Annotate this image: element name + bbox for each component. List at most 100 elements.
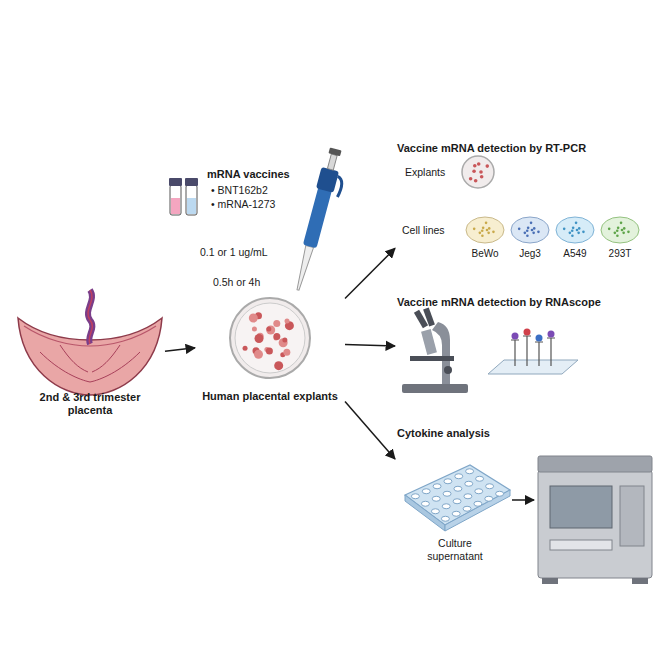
well <box>411 494 419 499</box>
node-caption: Human placental explants <box>197 390 343 404</box>
placenta-illustration <box>18 290 162 395</box>
tissue-piece <box>469 177 473 181</box>
well <box>442 504 450 509</box>
well <box>433 484 441 489</box>
well <box>431 509 439 514</box>
instrument-body <box>538 470 652 578</box>
cell-dot <box>569 232 572 235</box>
panel-heading: Vaccine mRNA detection by RT-PCR <box>397 142 638 156</box>
plate-wells <box>411 469 503 522</box>
plate-top <box>405 465 510 525</box>
probe-stalk <box>515 336 551 366</box>
cell-dot <box>616 234 619 237</box>
cord-vessel <box>88 290 92 344</box>
instrument-foot <box>632 578 648 584</box>
tissue-piece <box>243 346 248 351</box>
cell-dot <box>518 228 521 231</box>
flow-arrow <box>345 402 395 459</box>
glass-slide <box>488 360 578 374</box>
cell-dot <box>582 231 585 234</box>
instrument-foot <box>542 578 558 584</box>
tissue-piece <box>479 170 483 174</box>
tissue-piece <box>273 333 280 340</box>
reagent-heading: mRNA vaccines <box>207 168 290 181</box>
cell-dot <box>617 227 620 230</box>
cell-dot <box>621 229 624 232</box>
pipette-body <box>303 187 332 249</box>
instrument-panel <box>620 486 644 546</box>
cell-dot <box>577 232 580 235</box>
eyepiece <box>423 308 435 327</box>
cell-dot <box>616 229 619 232</box>
cytokine-panel: Cytokine analysis <box>395 425 657 595</box>
vaccine-name: • BNT162b2 <box>211 184 268 197</box>
cell-dish <box>556 217 594 243</box>
cell-dot <box>533 227 536 230</box>
cell-dot <box>488 227 491 230</box>
cell-dot <box>576 229 579 232</box>
cell-dot <box>622 232 625 235</box>
tissue-piece <box>285 319 290 324</box>
cell-line-name: 293T <box>598 248 642 260</box>
slide-with-probes <box>488 329 578 375</box>
cell-dot <box>473 228 476 231</box>
cell-line-name: Jeg3 <box>508 248 552 260</box>
well <box>464 494 472 499</box>
cell-dot <box>481 229 484 232</box>
rtpcr-art <box>462 156 639 243</box>
cell-dot <box>482 227 485 230</box>
well-plate <box>405 465 510 531</box>
flow-arrow <box>512 499 534 501</box>
cell-dot <box>563 228 566 231</box>
well <box>443 491 451 496</box>
cell-dish <box>466 217 504 243</box>
well <box>455 474 463 479</box>
rtpcr-panel: Vaccine mRNA detection by RT-PCR <box>395 140 640 266</box>
tissue-piece <box>283 349 290 356</box>
plate-side <box>445 490 510 531</box>
cell-dot <box>481 234 484 237</box>
cell-dot <box>571 229 574 232</box>
instrument-window <box>550 486 612 528</box>
explant-tissue <box>243 312 294 370</box>
well <box>474 501 482 506</box>
analyzer-instrument <box>538 456 652 584</box>
vial <box>170 185 181 215</box>
cell-dot <box>526 234 529 237</box>
sample-label: Explants <box>405 166 445 179</box>
petri-dish <box>230 298 310 378</box>
cell-dot <box>575 222 578 225</box>
well <box>422 489 430 494</box>
well <box>452 511 460 516</box>
vial-cap <box>169 178 182 186</box>
plate-side <box>405 495 445 531</box>
cell-dot <box>627 231 630 234</box>
cell-dot <box>526 229 529 232</box>
cell-dot <box>524 232 527 235</box>
flow-arrow <box>345 248 395 298</box>
microscope-base <box>402 384 468 393</box>
well <box>421 501 429 506</box>
tissue-piece <box>252 326 257 331</box>
tissue-piece <box>266 326 275 335</box>
microscope <box>402 308 468 393</box>
probe-signal <box>536 335 543 342</box>
well <box>496 491 504 496</box>
rnascope-panel: Vaccine mRNA detection by RNAscope <box>395 294 640 398</box>
cell-dish <box>601 217 639 243</box>
tissue-piece <box>477 162 481 166</box>
cell-dot <box>572 227 575 230</box>
tissue-piece <box>266 347 273 354</box>
cell-dot <box>527 227 530 230</box>
dish-rim <box>230 298 310 378</box>
cell-dot <box>531 229 534 232</box>
plate-drawer <box>550 540 612 550</box>
cell-dot <box>479 232 482 235</box>
flow-arrow <box>345 344 395 346</box>
cell-dot <box>485 222 488 225</box>
microscope-stage <box>410 356 454 361</box>
cell-dot <box>571 234 574 237</box>
pipette-hook <box>333 176 344 197</box>
